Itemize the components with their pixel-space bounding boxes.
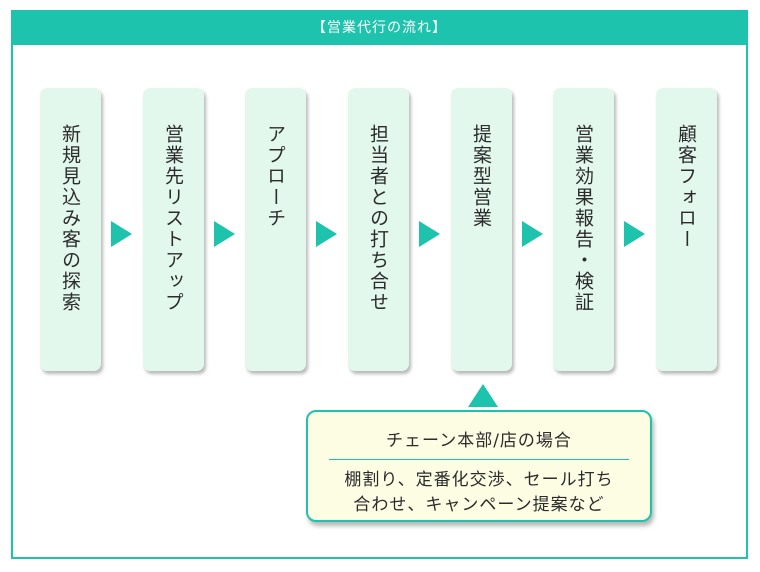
chain-note-divider	[329, 459, 629, 460]
arrow-right-icon	[419, 221, 440, 247]
step-1-label: 新規見込み客の探索	[59, 124, 81, 313]
step-3-label: アプローチ	[264, 124, 286, 229]
step-5-box: 提案型営業	[451, 88, 512, 371]
page-title: 【営業代行の流れ】	[13, 12, 746, 45]
step-6-box: 営業効果報告・検証	[553, 88, 614, 371]
chain-note-box: チェーン本部/店の場合 棚割り、定番化交渉、セール打ち 合わせ、キャンペーン提案…	[306, 410, 652, 522]
chain-note-line-2: 合わせ、キャンペーン提案など	[353, 495, 605, 515]
chain-note-body: 棚割り、定番化交渉、セール打ち 合わせ、キャンペーン提案など	[308, 468, 650, 518]
step-7-box: 顧客フォロー	[656, 88, 717, 371]
arrow-right-icon	[214, 221, 235, 247]
step-2-box: 営業先リストアップ	[143, 88, 204, 371]
step-3-box: アプローチ	[245, 88, 306, 371]
step-1-box: 新規見込み客の探索	[40, 88, 101, 371]
arrow-right-icon	[624, 221, 645, 247]
step-4-label: 担当者との打ち合せ	[367, 124, 389, 313]
step-7-label: 顧客フォロー	[675, 124, 697, 250]
chain-note-title: チェーン本部/店の場合	[386, 431, 572, 451]
arrow-up-icon	[468, 384, 498, 407]
arrow-right-icon	[522, 221, 543, 247]
step-2-label: 営業先リストアップ	[162, 124, 184, 313]
step-6-label: 営業効果報告・検証	[572, 124, 594, 313]
arrow-right-icon	[111, 221, 132, 247]
arrow-right-icon	[316, 221, 337, 247]
chain-note-line-1: 棚割り、定番化交渉、セール打ち	[344, 470, 614, 490]
step-4-box: 担当者との打ち合せ	[348, 88, 409, 371]
step-5-label: 提案型営業	[470, 124, 492, 229]
